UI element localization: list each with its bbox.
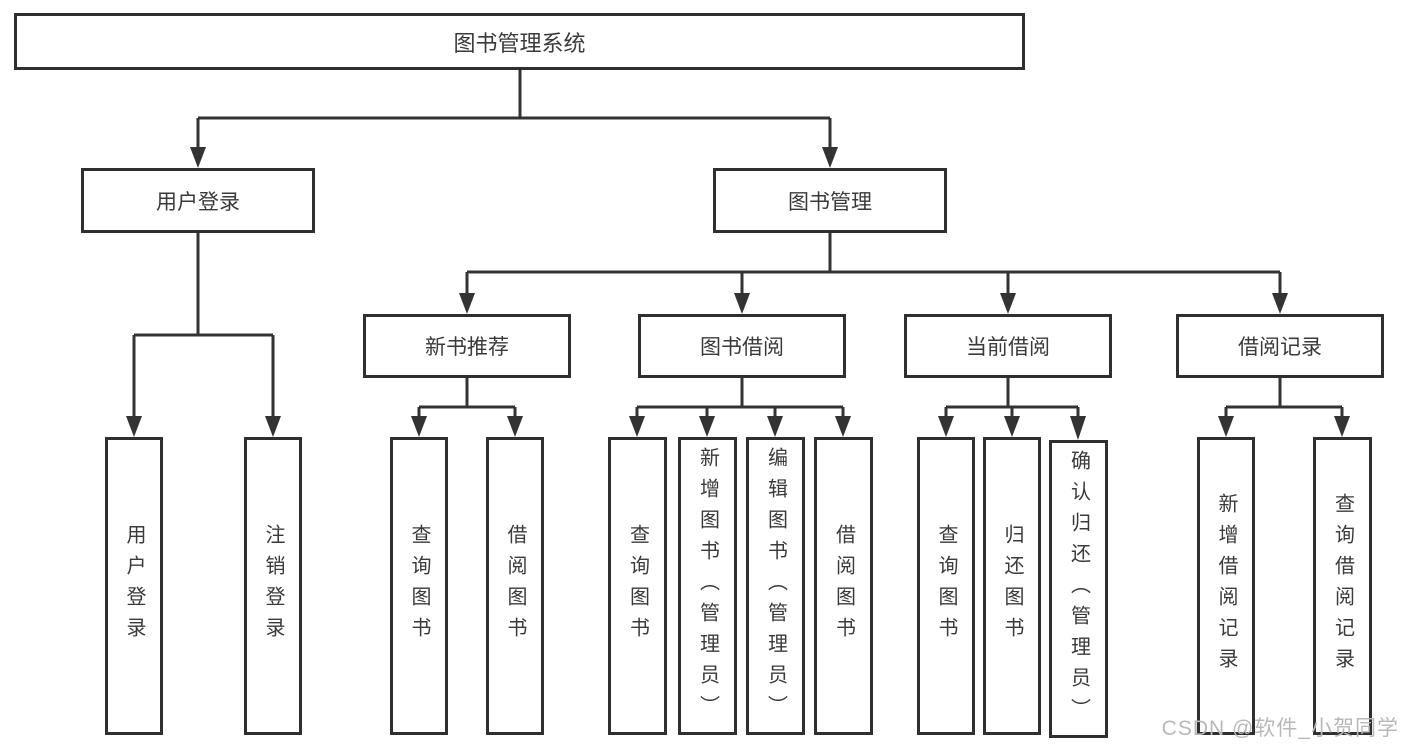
node-book-borrow: 图书借阅: [638, 314, 846, 378]
leaf-borrow-books-recommend: 借阅图书: [486, 437, 544, 735]
arrowhead: [1272, 293, 1288, 314]
arrowhead: [507, 416, 523, 437]
leaf-user-login: 用户登录: [105, 437, 163, 735]
node-borrow-records: 借阅记录: [1176, 314, 1384, 378]
node-new-book-recommend: 新书推荐: [363, 314, 571, 378]
connector-new-book-leaves: [417, 378, 517, 421]
arrowhead: [822, 147, 838, 168]
node-label: 查询图书: [935, 524, 957, 648]
node-label: 当前借阅: [966, 336, 1050, 359]
leaf-query-books-recommend: 查询图书: [390, 437, 448, 735]
node-label: 用户登录: [123, 524, 145, 648]
leaf-query-books-borrow: 查询图书: [608, 437, 667, 735]
node-label: 新增图书（管理员）: [696, 446, 719, 726]
node-label: 查询图书: [626, 524, 649, 648]
arrowhead: [1334, 416, 1350, 437]
node-label: 图书借阅: [700, 336, 784, 359]
node-label: 新增借阅记录: [1215, 493, 1237, 679]
node-label: 借阅图书: [504, 524, 526, 648]
leaf-borrow-books: 借阅图书: [814, 437, 873, 735]
leaf-return-book: 归还图书: [983, 437, 1041, 735]
arrowhead: [1218, 416, 1234, 437]
node-label: 新书推荐: [425, 336, 509, 359]
arrowhead: [835, 416, 851, 437]
leaf-query-borrow-record: 查询借阅记录: [1313, 437, 1372, 735]
arrowhead: [265, 416, 281, 437]
arrowhead: [459, 293, 475, 314]
leaf-query-books-current: 查询图书: [917, 437, 975, 735]
leaf-add-book-admin: 新增图书（管理员）: [678, 437, 737, 735]
connector-borrow-records-leaves: [1224, 378, 1344, 421]
arrowhead: [629, 416, 645, 437]
node-label: 注销登录: [262, 524, 284, 648]
arrowhead: [1004, 416, 1020, 437]
arrowhead: [1070, 416, 1086, 440]
node-book-management: 图书管理: [713, 168, 947, 233]
node-label: 确认归还（管理员）: [1067, 449, 1090, 729]
leaf-add-borrow-record: 新增借阅记录: [1197, 437, 1255, 735]
node-user-login: 用户登录: [81, 168, 315, 233]
node-label: 查询借阅记录: [1331, 493, 1354, 679]
connector-book-management-modules: [465, 233, 1282, 298]
connector-root-branches: [196, 70, 832, 152]
node-root-system: 图书管理系统: [14, 13, 1025, 70]
arrowhead: [190, 147, 206, 168]
node-label: 借阅图书: [832, 524, 855, 648]
arrowhead: [734, 293, 750, 314]
arrowhead: [1000, 293, 1016, 314]
connector-current-borrow-leaves: [944, 378, 1080, 421]
arrowhead: [126, 416, 142, 437]
arrowhead: [767, 416, 783, 437]
leaf-confirm-return-admin: 确认归还（管理员）: [1049, 440, 1108, 738]
arrowhead: [411, 416, 427, 437]
connector-book-borrow-leaves: [635, 378, 845, 421]
node-label: 编辑图书（管理员）: [764, 446, 787, 726]
node-current-borrow: 当前借阅: [904, 314, 1112, 378]
arrowhead: [938, 416, 954, 437]
connector-user-login-leaves: [132, 233, 275, 421]
node-label: 用户登录: [156, 190, 240, 214]
node-label: 查询图书: [408, 524, 430, 648]
node-label: 归还图书: [1001, 524, 1023, 648]
node-label: 图书管理系统: [453, 30, 586, 56]
arrowhead: [699, 416, 715, 437]
node-label: 借阅记录: [1238, 336, 1322, 359]
node-label: 图书管理: [788, 190, 872, 214]
leaf-edit-book-admin: 编辑图书（管理员）: [746, 437, 805, 735]
leaf-logout: 注销登录: [244, 437, 302, 735]
